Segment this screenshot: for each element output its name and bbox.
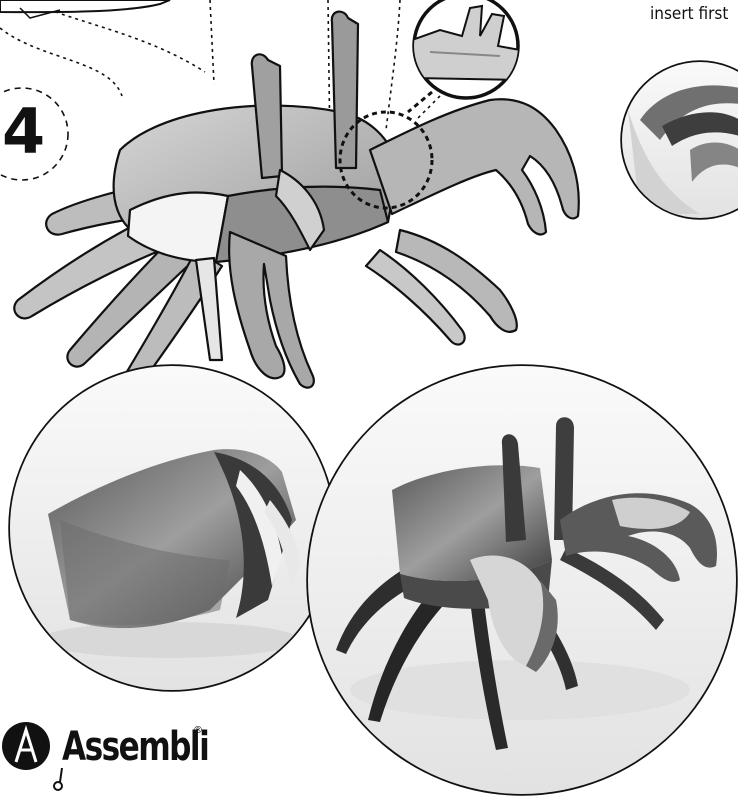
insert-first-note: insert first: [650, 4, 738, 28]
step-number: 4: [2, 92, 42, 172]
registered-mark: ®: [193, 725, 203, 736]
side-photo-circle: [620, 60, 738, 220]
assembli-a-logo-icon: [2, 722, 62, 790]
brand-name: Assembli: [62, 722, 208, 772]
top-part-outline: [0, 0, 170, 18]
detail-pointer: [408, 92, 432, 112]
top-detail-circle: [412, 0, 520, 98]
shell-photo-circle: [10, 366, 340, 696]
finished-crab-photo-circle: [308, 366, 738, 796]
